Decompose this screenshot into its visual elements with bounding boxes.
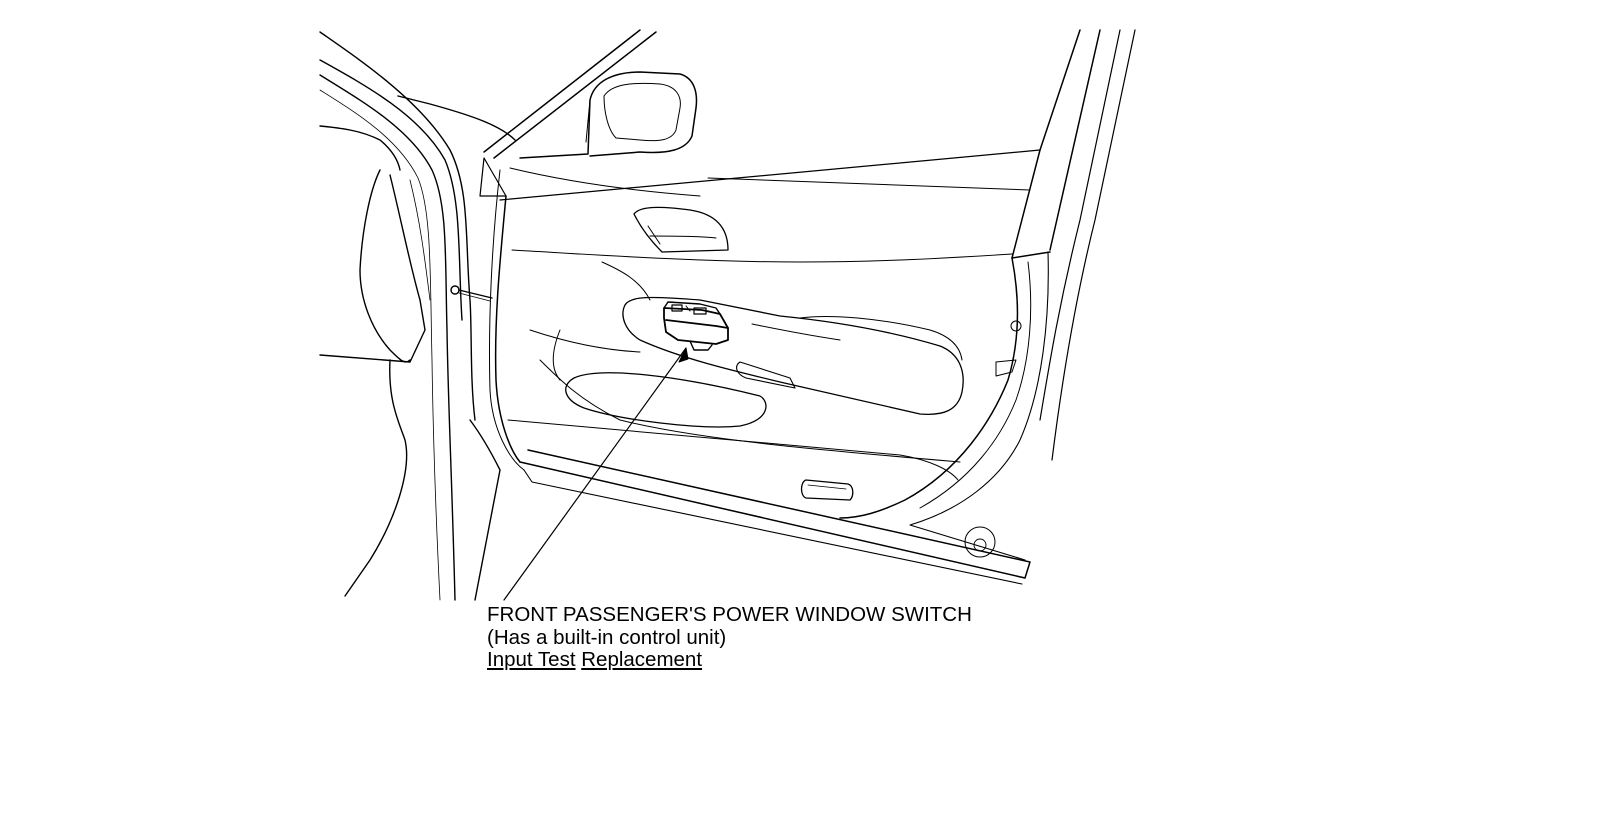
leader-line	[503, 347, 689, 601]
input-test-link[interactable]: Input Test	[487, 648, 576, 671]
component-note: (Has a built-in control unit)	[487, 625, 727, 649]
power-window-switch	[663, 301, 729, 351]
door-panel	[489, 169, 1049, 585]
door-window-frame	[479, 29, 1136, 461]
component-title: FRONT PASSENGER'S POWER WINDOW SWITCH	[487, 603, 972, 626]
callout-label: FRONT PASSENGER'S POWER WINDOW SWITCH (H…	[487, 603, 972, 672]
door-trim	[507, 167, 1031, 501]
body-pillar	[319, 31, 516, 601]
side-mirror	[519, 71, 698, 159]
replacement-link[interactable]: Replacement	[581, 648, 703, 671]
